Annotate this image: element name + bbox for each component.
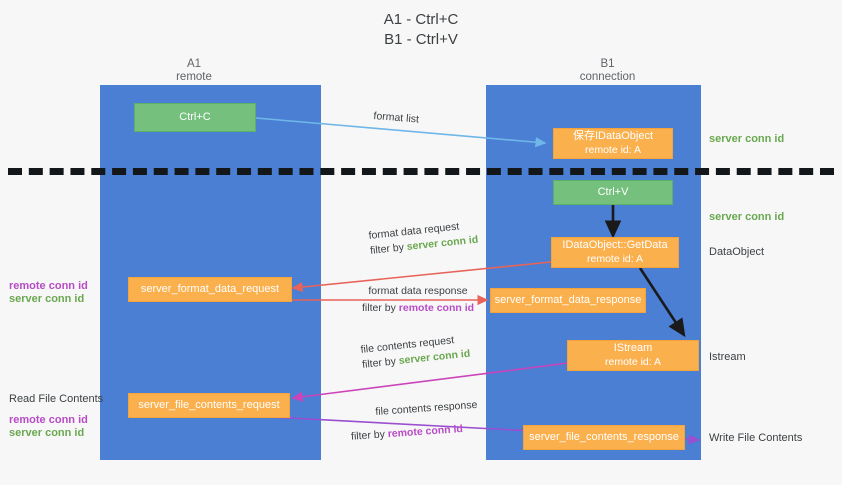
edge-format-list — [255, 117, 547, 148]
page-title: A1 - Ctrl+C B1 - Ctrl+V — [0, 10, 842, 50]
label-fdr-filter-prefix: filter by — [369, 241, 408, 257]
box-ctrl-v[interactable]: Ctrl+V — [553, 180, 673, 205]
box-idataobject-getdata[interactable]: IDataObject::GetData remote id: A — [551, 237, 679, 268]
box-server-file-contents-response-label: server_file_contents_response — [529, 430, 679, 443]
label-file-contents-response: file contents response filter by remote … — [351, 399, 479, 443]
box-ctrl-v-label: Ctrl+V — [597, 185, 629, 198]
box-server-file-contents-response[interactable]: server_file_contents_response — [523, 425, 685, 450]
box-save-idataobject-line2: remote id: A — [584, 143, 642, 156]
note-read-file-contents: Read File Contents — [9, 393, 104, 405]
label-fdresp-filter-value: remote conn id — [398, 302, 475, 314]
title-line-2: B1 - Ctrl+V — [384, 31, 458, 48]
box-server-file-contents-request[interactable]: server_file_contents_request — [128, 393, 290, 418]
note-server-conn-id-b: server conn id — [9, 427, 85, 439]
title-line-1: A1 - Ctrl+C — [383, 11, 459, 28]
box-ctrl-c[interactable]: Ctrl+C — [134, 103, 256, 132]
note-istream: Istream — [709, 351, 746, 363]
box-istream-line2: remote id: A — [604, 355, 662, 368]
column-b1-name: B1 — [600, 58, 615, 70]
box-server-format-data-response[interactable]: server_format_data_response — [490, 288, 646, 313]
note-dataobject: DataObject — [709, 246, 765, 258]
label-fdresp-filter-prefix: filter by — [362, 302, 399, 314]
column-a1-name: A1 — [186, 58, 202, 70]
column-header-a1: A1 remote — [134, 58, 254, 84]
note-server-conn-id-a: server conn id — [9, 293, 85, 305]
label-fcr-filter-prefix: filter by — [361, 355, 400, 371]
box-getdata-line1: IDataObject::GetData — [562, 239, 668, 251]
divider-dashed — [8, 168, 834, 175]
note-server-conn-id-mid: server conn id — [709, 211, 785, 223]
box-save-idataobject[interactable]: 保存IDataObject remote id: A — [553, 128, 673, 159]
box-istream-line1: IStream — [613, 342, 653, 354]
box-server-format-data-response-label: server_format_data_response — [494, 293, 642, 306]
box-save-idataobject-line1: 保存IDataObject — [572, 130, 654, 142]
column-b1-sub: connection — [579, 71, 636, 83]
box-server-format-data-request-label: server_format_data_request — [140, 282, 280, 295]
box-istream[interactable]: IStream remote id: A — [567, 340, 699, 371]
edge-file-contents-request — [291, 362, 569, 402]
edge-getdata-to-istream — [638, 267, 686, 338]
column-header-b1: B1 connection — [545, 58, 670, 84]
edge-format-data-request — [291, 261, 552, 293]
column-a1-sub: remote — [176, 71, 212, 83]
label-format-list-text: format list — [373, 110, 420, 126]
label-fcresp-filter-prefix: filter by — [350, 428, 389, 443]
note-server-conn-id-top: server conn id — [709, 133, 785, 145]
label-format-data-response-text: format data response — [368, 285, 468, 297]
box-server-format-data-request[interactable]: server_format_data_request — [128, 277, 292, 302]
box-getdata-line2: remote id: A — [586, 252, 644, 265]
box-ctrl-c-label: Ctrl+C — [179, 110, 211, 123]
note-write-file-contents: Write File Contents — [709, 432, 803, 444]
note-remote-conn-id-b: remote conn id — [9, 414, 88, 426]
box-server-file-contents-request-label: server_file_contents_request — [138, 398, 280, 411]
label-format-data-response: format data response filter by remote co… — [362, 285, 474, 315]
note-remote-conn-id-a: remote conn id — [9, 280, 88, 292]
